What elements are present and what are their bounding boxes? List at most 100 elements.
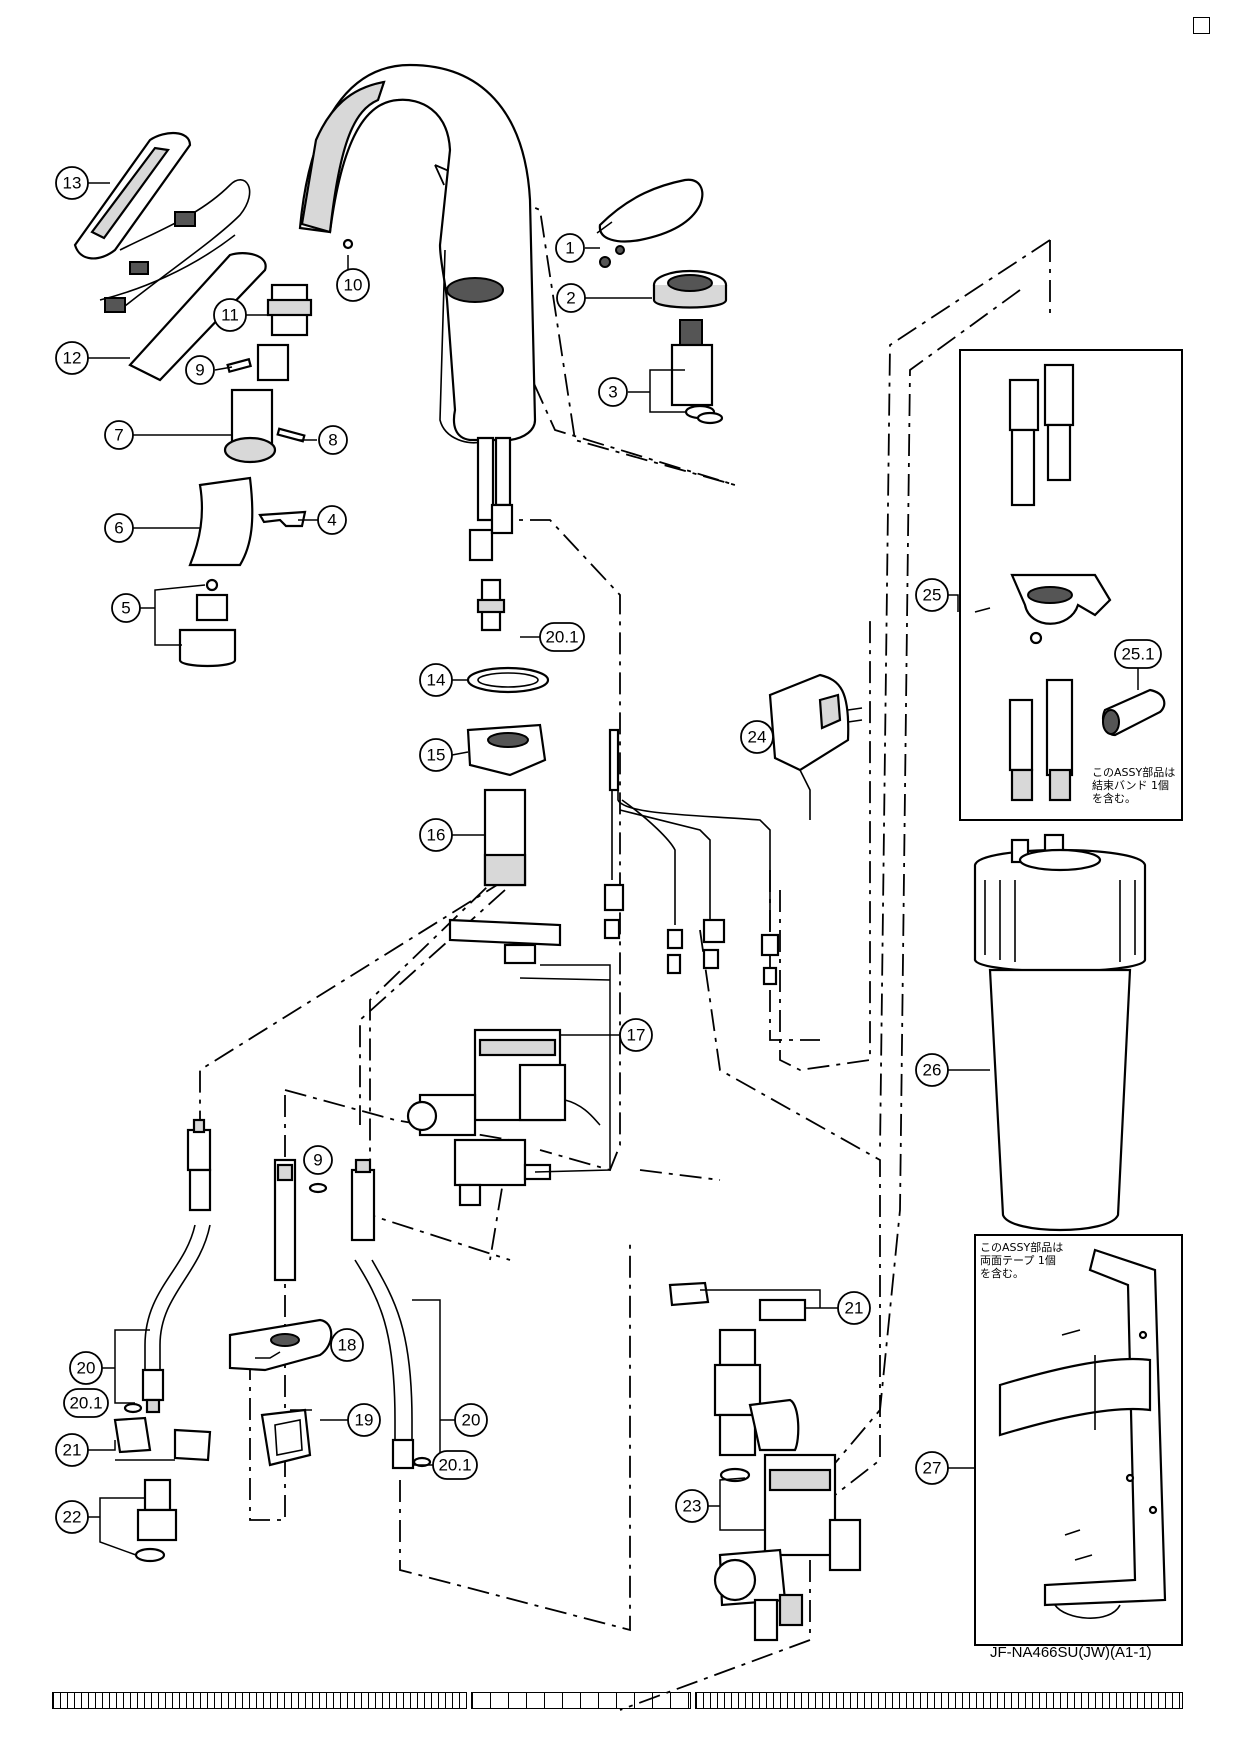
callout-15: 15 bbox=[419, 738, 453, 772]
svg-text:15: 15 bbox=[427, 746, 446, 765]
callout-2: 2 bbox=[556, 283, 586, 313]
callout-16: 16 bbox=[419, 818, 453, 852]
svg-text:20: 20 bbox=[77, 1359, 96, 1378]
part-clamp-19 bbox=[260, 1408, 312, 1467]
model-code: JF-NA466SU(JW)(A1-1) bbox=[990, 1644, 1152, 1661]
svg-text:4: 4 bbox=[327, 511, 336, 530]
svg-text:21: 21 bbox=[845, 1299, 864, 1318]
svg-text:1: 1 bbox=[565, 239, 574, 258]
svg-text:11: 11 bbox=[221, 306, 239, 325]
callout-25: 25 bbox=[915, 578, 949, 612]
svg-text:25: 25 bbox=[923, 586, 942, 605]
part-filter-cartridge-26 bbox=[973, 833, 1147, 1232]
part-head-13 bbox=[73, 132, 192, 260]
callout-10: 10 bbox=[336, 268, 370, 302]
callout-6: 6 bbox=[104, 513, 134, 543]
svg-text:13: 13 bbox=[63, 174, 82, 193]
footer-blank-fields bbox=[52, 1692, 1187, 1710]
callout-23: 23 bbox=[675, 1489, 709, 1523]
svg-text:20.1: 20.1 bbox=[69, 1394, 102, 1413]
svg-text:17: 17 bbox=[627, 1026, 646, 1045]
corner-checkbox-marker bbox=[1193, 17, 1210, 34]
footer-field-2 bbox=[471, 1692, 691, 1709]
callout-20-right: 20 bbox=[454, 1403, 488, 1437]
svg-text:6: 6 bbox=[114, 519, 123, 538]
callouts: 1 2 3 4 5 6 7 8 9 10 11 12 13 14 15 16 1… bbox=[55, 166, 1162, 1534]
part-ac-adapter-24 bbox=[768, 673, 863, 820]
part-clip-8 bbox=[276, 427, 306, 443]
part-oring-9 bbox=[226, 343, 290, 382]
svg-text:27: 27 bbox=[923, 1459, 942, 1478]
part-box-25 bbox=[959, 349, 1183, 821]
callout-13: 13 bbox=[55, 166, 89, 200]
part-nut-22 bbox=[134, 1478, 178, 1563]
svg-text:20: 20 bbox=[462, 1411, 481, 1430]
svg-text:12: 12 bbox=[63, 349, 82, 368]
callout-1: 1 bbox=[555, 233, 585, 263]
callout-18: 18 bbox=[330, 1328, 364, 1362]
svg-text:16: 16 bbox=[427, 826, 446, 845]
svg-text:10: 10 bbox=[344, 276, 363, 295]
part-bracket-box-27 bbox=[974, 1234, 1183, 1646]
svg-text:5: 5 bbox=[121, 599, 130, 618]
svg-text:22: 22 bbox=[63, 1508, 82, 1527]
svg-text:14: 14 bbox=[427, 671, 446, 690]
part-lever-1 bbox=[598, 178, 704, 268]
part-holder-18 bbox=[228, 1318, 333, 1372]
svg-text:23: 23 bbox=[683, 1497, 702, 1516]
callout-4: 4 bbox=[317, 505, 347, 535]
leader-lines bbox=[88, 182, 1139, 1556]
svg-text:24: 24 bbox=[748, 728, 767, 747]
callout-21-left: 21 bbox=[55, 1433, 89, 1467]
svg-text:20.1: 20.1 bbox=[545, 628, 578, 647]
callout-3: 3 bbox=[598, 377, 628, 407]
part-joint-10 bbox=[342, 238, 354, 250]
part-sleeve-16 bbox=[483, 788, 527, 887]
part-adapter-11 bbox=[266, 283, 313, 337]
svg-text:18: 18 bbox=[338, 1336, 357, 1355]
svg-text:3: 3 bbox=[608, 383, 617, 402]
callout-22: 22 bbox=[55, 1500, 89, 1534]
faucet-spout bbox=[298, 63, 537, 632]
callout-20-1-right: 20.1 bbox=[432, 1450, 478, 1480]
callout-9-lower: 9 bbox=[303, 1145, 333, 1175]
callout-20-1-left: 20.1 bbox=[63, 1388, 109, 1418]
callout-14: 14 bbox=[419, 663, 453, 697]
part-hose-20-right bbox=[350, 1158, 432, 1470]
callout-25-1: 25.1 bbox=[1114, 639, 1162, 669]
part-washer-14 bbox=[466, 666, 550, 694]
callout-17: 17 bbox=[619, 1018, 653, 1052]
part-cord-12 bbox=[99, 179, 267, 382]
part-plate-15 bbox=[466, 723, 547, 777]
svg-text:19: 19 bbox=[355, 1411, 374, 1430]
svg-text:21: 21 bbox=[63, 1441, 82, 1460]
callout-19: 19 bbox=[347, 1403, 381, 1437]
svg-text:25.1: 25.1 bbox=[1121, 645, 1154, 664]
callout-9: 9 bbox=[185, 355, 215, 385]
callout-21-right: 21 bbox=[837, 1291, 871, 1325]
part-valve-17 bbox=[406, 918, 601, 1207]
footer-field-1 bbox=[52, 1692, 467, 1709]
part-clip-21-left bbox=[113, 1416, 212, 1462]
callout-26: 26 bbox=[915, 1053, 949, 1087]
callout-12: 12 bbox=[55, 341, 89, 375]
part-hose-20-left bbox=[123, 1118, 212, 1414]
callout-27: 27 bbox=[915, 1451, 949, 1485]
part-valve-23 bbox=[668, 1281, 862, 1642]
svg-text:9: 9 bbox=[313, 1151, 322, 1170]
svg-text:2: 2 bbox=[566, 289, 575, 308]
part-clip-4 bbox=[258, 510, 307, 528]
callout-5: 5 bbox=[111, 593, 141, 623]
svg-text:8: 8 bbox=[328, 431, 337, 450]
part-cover-6 bbox=[188, 476, 254, 567]
footer-field-3 bbox=[695, 1692, 1183, 1709]
callout-24: 24 bbox=[740, 720, 774, 754]
part-hose-9b bbox=[273, 1158, 328, 1282]
assy-25-note: このASSY部品は 結束バンド 1個 を含む。 bbox=[1092, 766, 1176, 805]
part-cartridge-3 bbox=[670, 319, 724, 425]
part-ring-2 bbox=[652, 269, 728, 309]
callout-7: 7 bbox=[104, 420, 134, 450]
svg-text:9: 9 bbox=[195, 361, 204, 380]
callout-8: 8 bbox=[318, 425, 348, 455]
